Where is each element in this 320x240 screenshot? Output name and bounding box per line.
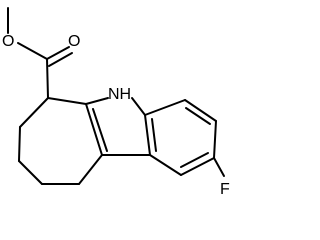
bond-C2-C1-double xyxy=(180,152,209,168)
pyrrole-ring xyxy=(85,97,151,156)
bond-C4-C3-double xyxy=(185,107,211,125)
atom-label-NH: NH xyxy=(108,86,131,103)
bond-C10-C10a xyxy=(78,154,103,185)
benzene-ring xyxy=(144,99,225,177)
atom-label-O-carbonyl: O xyxy=(68,33,80,50)
bond-C5a-C10a xyxy=(85,103,103,156)
bond-C4a-C4 xyxy=(144,99,186,116)
bond-C5a-C10a-double xyxy=(92,108,108,152)
bond-N-C4a xyxy=(131,97,146,116)
bond-C8-C9 xyxy=(18,160,43,185)
ester-group xyxy=(7,7,73,99)
bond-C4a-C10b xyxy=(144,114,151,156)
cycloheptane-ring xyxy=(18,97,103,185)
bond-carbonylC-O-double-1 xyxy=(46,46,70,60)
bond-C6-C7 xyxy=(19,97,49,128)
bond-C2-F xyxy=(213,157,225,177)
bond-C3-C2 xyxy=(213,120,217,159)
bond-C5a-N xyxy=(85,97,109,105)
bond-C2-C1 xyxy=(180,157,215,176)
atom-label-O-methoxy: O xyxy=(2,33,14,50)
molecule-structure: O O NH F xyxy=(2,7,230,198)
bond-C4a-C10b-double xyxy=(151,118,157,152)
bond-C1-C10b xyxy=(149,154,182,176)
bond-carbonylC-O-double-2 xyxy=(48,52,73,67)
bond-C7-C8 xyxy=(18,126,21,162)
bond-C6-C5a xyxy=(47,97,87,105)
bond-carbonylC-C6 xyxy=(46,58,49,99)
atom-label-F: F xyxy=(220,181,230,198)
bond-C4-C3 xyxy=(184,99,217,122)
bond-O-carbonylC xyxy=(17,42,48,60)
